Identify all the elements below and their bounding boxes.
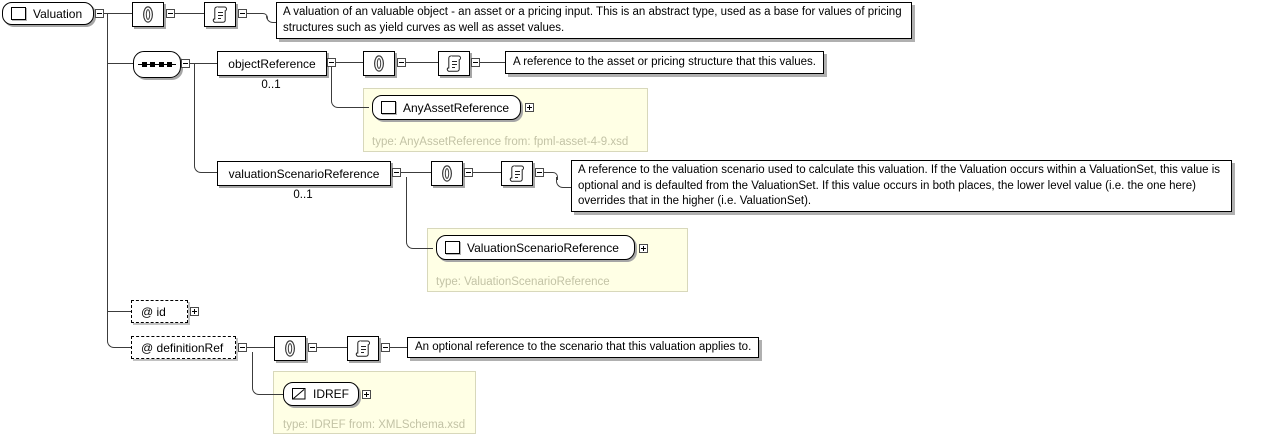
connector	[104, 13, 132, 14]
type-note: type: ValuationScenarioReference	[436, 276, 610, 288]
collapse-toggle[interactable]	[238, 343, 247, 352]
paperclip-icon	[142, 6, 154, 23]
connector	[247, 347, 274, 348]
documentation-text: A reference to the asset or pricing stru…	[505, 51, 824, 74]
occurrence-label: 0..1	[293, 189, 313, 201]
collapse-toggle[interactable]	[471, 58, 480, 67]
collapse-toggle[interactable]	[95, 9, 104, 18]
expand-toggle[interactable]	[190, 307, 199, 316]
collapse-toggle[interactable]	[181, 59, 190, 68]
expand-toggle[interactable]	[525, 103, 534, 112]
attribute-id-label: @ id	[141, 304, 166, 319]
collapse-toggle[interactable]	[535, 168, 544, 177]
simple-type-idref-label: IDREF	[313, 387, 349, 401]
element-objectreference-label: objectReference	[228, 56, 316, 71]
annotation-box	[363, 51, 395, 76]
connector-branch	[194, 63, 218, 173]
connector	[480, 62, 505, 63]
connector-trunk	[107, 13, 132, 348]
collapse-toggle[interactable]	[238, 9, 247, 18]
documentation-box	[438, 51, 470, 76]
connector	[473, 172, 501, 173]
collapse-toggle[interactable]	[308, 343, 317, 352]
element-anyassetreference-label: AnyAssetReference	[403, 100, 510, 115]
documentation-box	[347, 336, 379, 361]
connector	[317, 347, 347, 348]
documentation-scroll-icon	[355, 340, 370, 357]
documentation-scroll-icon	[509, 165, 524, 182]
occurrence-label: 0..1	[261, 79, 281, 91]
simple-type-idref[interactable]: IDREF	[283, 382, 359, 406]
documentation-text: A reference to the valuation scenario us…	[571, 160, 1232, 212]
expand-toggle[interactable]	[362, 390, 371, 399]
annotation-box	[431, 161, 463, 186]
connector	[107, 311, 131, 312]
connector	[401, 172, 431, 173]
collapse-toggle[interactable]	[381, 343, 390, 352]
collapse-toggle[interactable]	[166, 9, 175, 18]
expand-toggle[interactable]	[639, 244, 648, 253]
connector	[390, 347, 407, 348]
connector	[406, 177, 433, 249]
type-note: type: AnyAssetReference from: fpml-asset…	[372, 136, 629, 148]
paperclip-icon	[284, 340, 296, 357]
collapse-toggle[interactable]	[392, 168, 401, 177]
element-valuation[interactable]: Valuation	[2, 2, 94, 25]
connector	[406, 62, 438, 63]
type-note: type: IDREF from: XMLSchema.xsd	[283, 419, 466, 431]
documentation-box	[501, 161, 533, 186]
connector	[252, 352, 284, 395]
documentation-text: An optional reference to the scenario th…	[407, 337, 760, 358]
element-valuationscenarioreference[interactable]: valuationScenarioReference	[217, 161, 391, 186]
paperclip-icon	[441, 165, 453, 182]
annotation-box	[132, 2, 164, 27]
documentation-scroll-icon	[446, 55, 461, 72]
element-valuationscenarioreference-type[interactable]: ValuationScenarioReference	[436, 235, 635, 260]
attribute-id[interactable]: @ id	[131, 300, 188, 323]
connector	[190, 63, 217, 64]
collapse-toggle[interactable]	[327, 58, 336, 67]
connector	[556, 177, 572, 188]
element-icon	[445, 241, 460, 254]
sequence-compositor[interactable]	[133, 51, 181, 78]
paperclip-icon	[373, 55, 385, 72]
documentation-scroll-icon	[212, 6, 227, 23]
element-valuationscenarioreference-type-label: ValuationScenarioReference	[467, 240, 619, 255]
collapse-toggle[interactable]	[464, 168, 473, 177]
connector	[107, 63, 133, 64]
sequence-icon	[138, 61, 176, 68]
collapse-toggle[interactable]	[397, 58, 406, 67]
documentation-text: A valuation of an valuable object - an a…	[276, 2, 912, 39]
simple-type-icon	[292, 388, 306, 400]
connector	[247, 13, 268, 19]
connector	[331, 62, 369, 108]
element-icon	[11, 7, 26, 20]
documentation-box	[204, 2, 236, 27]
attribute-definitionref-label: @ definitionRef	[141, 340, 224, 355]
element-objectreference[interactable]: objectReference	[217, 51, 327, 76]
element-valuation-label: Valuation	[33, 6, 83, 21]
annotation-box	[274, 336, 306, 361]
element-icon	[381, 101, 396, 114]
connector	[335, 62, 363, 63]
element-anyassetreference[interactable]: AnyAssetReference	[372, 95, 521, 120]
connector	[266, 16, 277, 23]
connector	[175, 13, 204, 14]
element-valuationscenarioreference-label: valuationScenarioReference	[228, 166, 380, 181]
attribute-definitionref[interactable]: @ definitionRef	[131, 336, 236, 359]
connector	[544, 172, 558, 180]
